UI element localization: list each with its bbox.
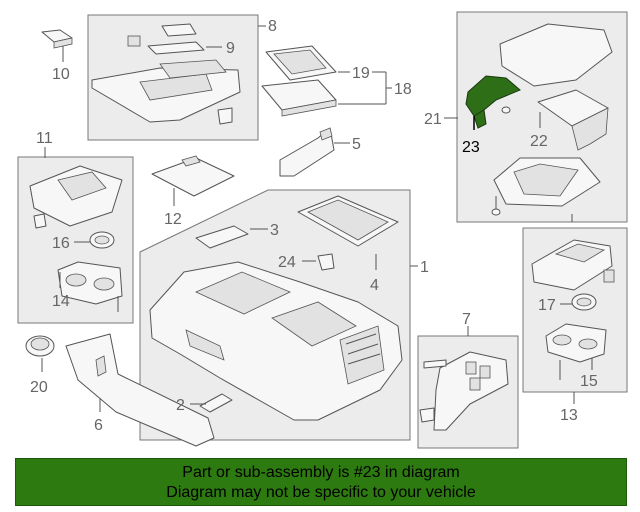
callout-15: 15 — [580, 373, 598, 390]
part-16-ring[interactable] — [89, 231, 115, 249]
callout-21: 21 — [424, 111, 442, 128]
callout-22: 22 — [530, 133, 548, 150]
callout-20: 20 — [30, 379, 48, 396]
callout-1: 1 — [420, 259, 429, 276]
callout-3: 3 — [270, 222, 279, 239]
callout-5: 5 — [352, 136, 361, 153]
part-12-panel[interactable] — [151, 155, 235, 197]
part-24-clip[interactable] — [317, 253, 335, 271]
callout-10: 10 — [52, 66, 70, 83]
part-17-ring[interactable] — [571, 293, 597, 311]
part-21-lid-assembly[interactable] — [491, 23, 613, 216]
part-1-console-body[interactable] — [149, 261, 403, 421]
callout-14: 14 — [52, 293, 70, 310]
callout-8: 8 — [268, 18, 277, 35]
callout-2: 2 — [176, 397, 185, 414]
callout-7: 7 — [462, 311, 471, 328]
part-5-bracket[interactable] — [279, 127, 335, 177]
part-14-cupholder[interactable] — [57, 261, 123, 312]
part-2-fastener[interactable] — [199, 393, 233, 413]
part-18-tray[interactable] — [261, 79, 337, 117]
part-9-insert[interactable] — [147, 23, 205, 55]
part-6-side-panel[interactable] — [65, 333, 215, 447]
part-7-rear-panel[interactable] — [419, 351, 509, 431]
callout-13: 13 — [560, 407, 578, 424]
callout-17: 17 — [538, 297, 556, 314]
part-13-armrest[interactable] — [531, 239, 615, 291]
callout-18: 18 — [394, 81, 412, 98]
callout-24: 24 — [278, 254, 296, 271]
part-19-mat[interactable] — [265, 45, 337, 81]
callout-11: 11 — [36, 130, 53, 147]
callout-6: 6 — [94, 417, 103, 434]
info-banner: Part or sub-assembly is #23 in diagram D… — [15, 458, 627, 506]
banner-line-1: Part or sub-assembly is #23 in diagram — [182, 464, 460, 481]
part-4-mat[interactable] — [297, 195, 399, 247]
banner-line-2: Diagram may not be specific to your vehi… — [166, 484, 476, 501]
part-15-cupholder[interactable] — [545, 323, 607, 380]
part-3-pad[interactable] — [195, 225, 249, 249]
callout-19: 19 — [352, 65, 370, 82]
part-23-highlighted[interactable] — [465, 75, 521, 130]
callout-9: 9 — [226, 40, 235, 57]
part-11-bezel[interactable] — [29, 165, 123, 229]
part-8-upper-tray[interactable] — [91, 35, 241, 125]
callout-12: 12 — [164, 211, 182, 228]
callout-23: 23 — [462, 139, 480, 156]
callout-16: 16 — [52, 235, 70, 252]
callout-4: 4 — [370, 277, 379, 294]
part-10-clip[interactable] — [41, 29, 73, 49]
part-20-knob[interactable] — [25, 335, 55, 357]
